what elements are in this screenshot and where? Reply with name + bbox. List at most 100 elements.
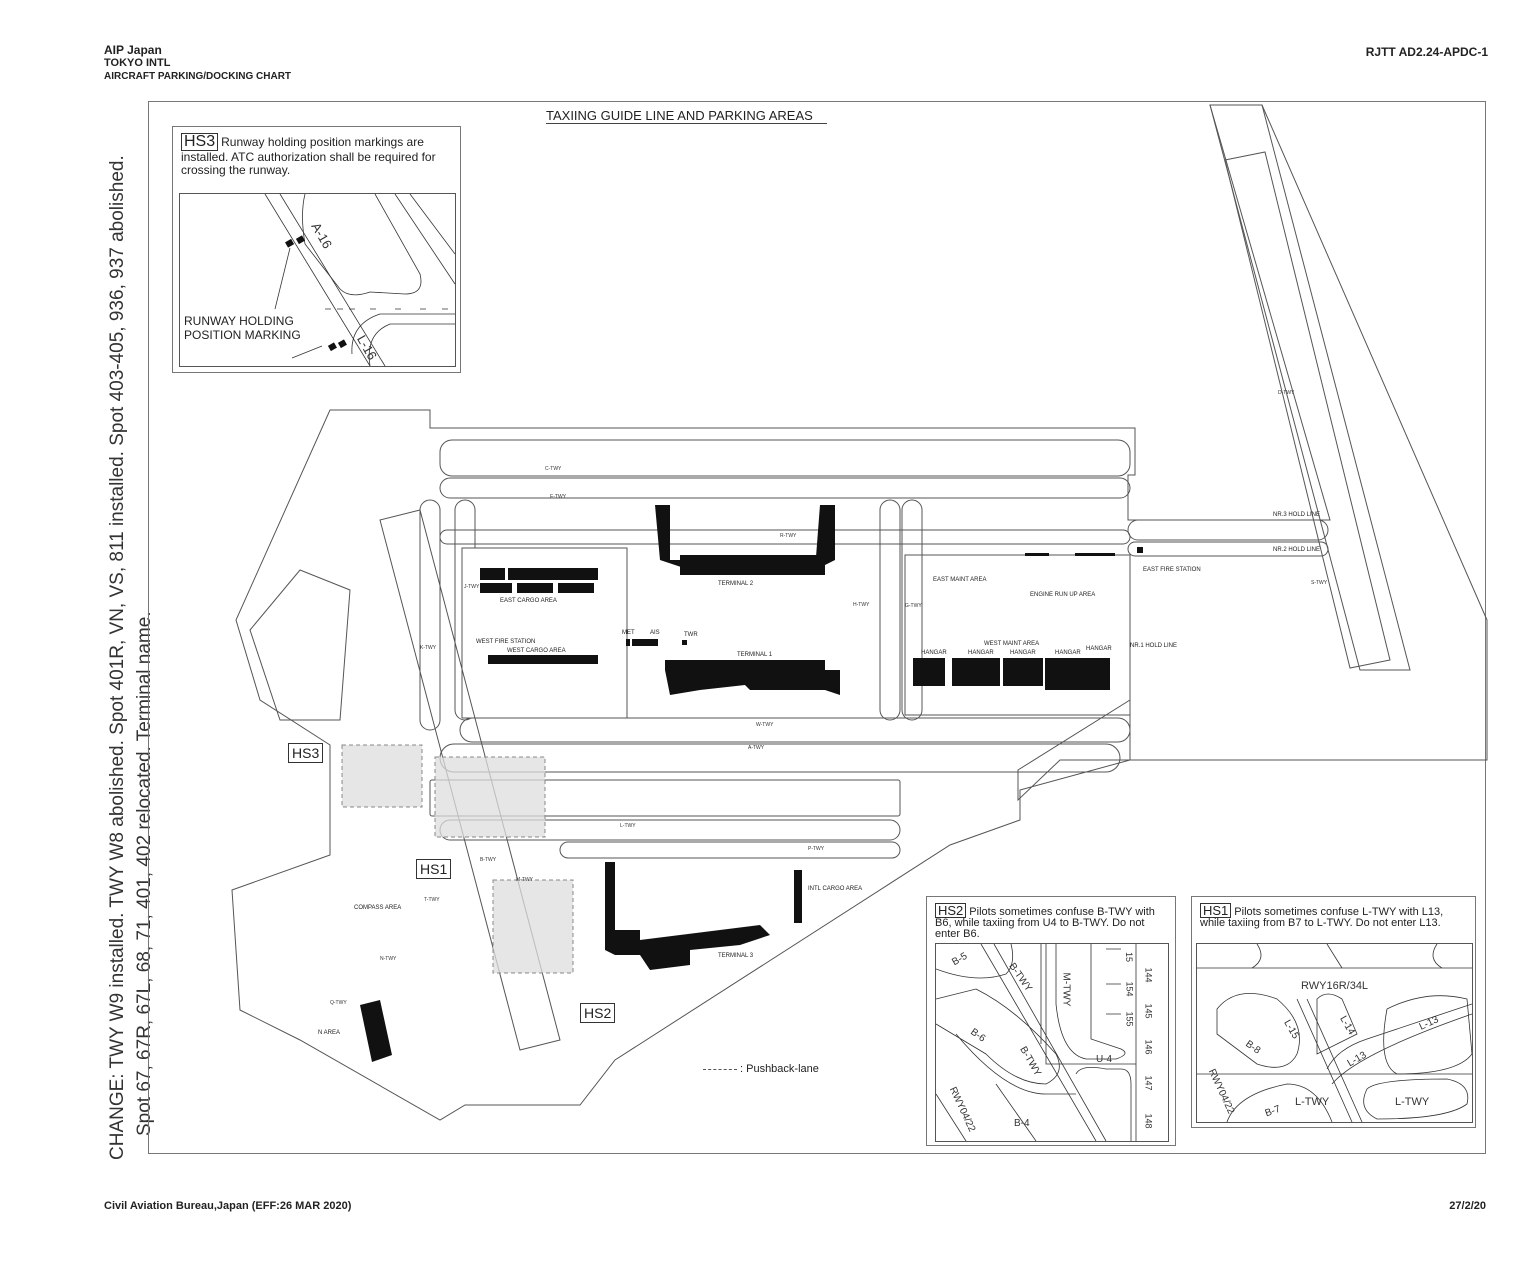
east-cargo-building-4 xyxy=(517,583,553,593)
hs2-tag: HS2 xyxy=(935,903,967,918)
chart-type: AIRCRAFT PARKING/DOCKING CHART xyxy=(104,71,292,82)
hs2-spot-147: 147 xyxy=(1143,1075,1154,1091)
label-b-twy: B-TWY xyxy=(480,857,497,863)
runway-16r-34l xyxy=(429,779,901,817)
hs2-spot-15: 15 xyxy=(1124,951,1135,963)
pushback-lane-legend: : Pushback-lane xyxy=(703,1063,819,1075)
hotspot-hs2-area xyxy=(492,879,574,974)
pushback-lane-dash xyxy=(703,1068,737,1070)
label-west-fire-station: WEST FIRE STATION xyxy=(476,639,536,645)
hs1-tag: HS1 xyxy=(1200,903,1232,918)
label-hangar-4: HANGAR xyxy=(1055,650,1081,656)
hotspot-callout-hs3[interactable]: HS3 xyxy=(288,743,324,763)
label-c-twy: C-TWY xyxy=(545,466,562,472)
label-w-twy: W-TWY xyxy=(756,722,774,728)
hs2-label-m-twy: M-TWY xyxy=(1060,972,1072,1007)
east-fire-station-building xyxy=(1137,547,1143,553)
footer-issuer: Civil Aviation Bureau,Japan (EFF:26 MAR … xyxy=(104,1200,352,1212)
taxiway-e xyxy=(439,477,1131,499)
label-west-cargo: WEST CARGO AREA xyxy=(507,648,566,654)
label-e-twy: E-TWY xyxy=(550,494,567,500)
hs2-spot-154: 154 xyxy=(1124,981,1135,997)
intl-cargo-building xyxy=(794,870,802,923)
label-d-twy: D-TWY xyxy=(1278,390,1295,396)
label-hangar-2: HANGAR xyxy=(968,650,994,656)
label-h-twy: H-TWY xyxy=(853,602,870,608)
label-nr3-hold-line: NR.3 HOLD LINE xyxy=(1273,512,1321,518)
label-r-twy: R-TWY xyxy=(780,533,797,539)
label-terminal-3: TERMINAL 3 xyxy=(718,953,754,959)
label-k-twy: K-TWY xyxy=(420,645,437,651)
label-east-fire-station: EAST FIRE STATION xyxy=(1143,567,1201,573)
apron-east-maint xyxy=(904,554,1131,716)
taxiway-p xyxy=(559,841,901,859)
hs3-text: Runway holding position markings are ins… xyxy=(181,135,436,177)
label-t-twy: T-TWY xyxy=(424,897,440,903)
label-g-twy: G-TWY xyxy=(905,603,922,609)
hs1-label-l-twy-1: L-TWY xyxy=(1295,1096,1330,1108)
label-terminal-2: TERMINAL 2 xyxy=(718,581,754,587)
hs2-spot-146: 146 xyxy=(1143,1039,1154,1055)
label-engine-run-up: ENGINE RUN UP AREA xyxy=(1030,592,1096,598)
label-n-twy: N-TWY xyxy=(380,956,397,962)
aerodrome-name: TOKYO INTL xyxy=(104,57,171,69)
hs3-figure: A-16 L-16 RUNWAY HOLDING POSITION MARKIN… xyxy=(179,193,456,367)
hotspot-callout-hs1[interactable]: HS1 xyxy=(416,859,452,879)
label-s-twy: S-TWY xyxy=(1311,580,1328,586)
chart-header: AIP Japan TOKYO INTL AIRCRAFT PARKING/DO… xyxy=(104,44,291,83)
taxiway-e-east xyxy=(1127,519,1329,541)
label-q-twy: Q-TWY xyxy=(330,1000,347,1006)
hs1-label-l-twy-2: L-TWY xyxy=(1395,1096,1430,1108)
label-east-cargo: EAST CARGO AREA xyxy=(500,598,557,604)
label-compass-area: COMPASS AREA xyxy=(354,905,402,911)
hs1-figure: RWY16R/34L B-8 L-15 L-14 L-13 L-13 RWY04… xyxy=(1196,943,1473,1123)
hs2-figure: B-5 B-TWY M-TWY B-6 B-TWY U-4 RWY04/22 B… xyxy=(935,943,1169,1142)
engine-run-up-bar-2 xyxy=(1075,553,1115,556)
hs2-figure-drawing xyxy=(936,944,1137,1141)
east-cargo-building-1 xyxy=(480,568,505,580)
label-west-maint: WEST MAINT AREA xyxy=(984,641,1040,647)
engine-run-up-bar-1 xyxy=(1025,553,1049,556)
taxiway-g xyxy=(901,499,923,721)
label-met: MET xyxy=(622,630,635,636)
hs2-text: Pilots sometimes confuse B-TWY with B6, … xyxy=(935,906,1155,940)
chart-frame xyxy=(148,101,1486,1154)
legend-text: : Pushback-lane xyxy=(740,1063,819,1075)
label-p-twy: P-TWY xyxy=(808,846,825,852)
chart-id: RJTT AD2.24-APDC-1 xyxy=(1365,45,1488,59)
publication-name: AIP Japan xyxy=(104,43,162,57)
taxiway-k xyxy=(419,499,441,731)
label-n-area: N AREA xyxy=(318,1030,341,1036)
terminal-1-building xyxy=(665,660,840,695)
west-apron xyxy=(249,569,351,721)
hs2-label-u4: U-4 xyxy=(1096,1054,1113,1065)
hs2-spot-155: 155 xyxy=(1124,1011,1135,1027)
hs3-tag: HS3 xyxy=(181,133,219,151)
hotspot-hs1-area xyxy=(434,756,546,838)
hs2-label-b4: B-4 xyxy=(1014,1118,1030,1129)
hotspot-hs3-area xyxy=(341,744,423,808)
label-twr: TWR xyxy=(684,632,698,638)
hs1-figure-drawing xyxy=(1197,944,1472,1122)
runway-04-22-west xyxy=(379,509,561,1051)
runway-16l-34r xyxy=(1209,104,1411,671)
hs1-text: Pilots sometimes confuse L-TWY with L13,… xyxy=(1200,906,1444,929)
label-hangar-5: HANGAR xyxy=(1086,646,1112,652)
east-cargo-building-3 xyxy=(480,583,512,593)
taxiway-w xyxy=(459,717,1131,743)
label-intl-cargo: INTL CARGO AREA xyxy=(808,886,863,892)
terminal-3-building xyxy=(605,862,770,970)
label-a-twy: A-TWY xyxy=(748,745,765,751)
label-m-twy: M-TWY xyxy=(516,877,533,883)
label-nr1-hold-line: NR.1 HOLD LINE xyxy=(1130,643,1178,649)
west-cargo-building xyxy=(488,655,598,664)
runway-04-22 xyxy=(1224,151,1391,669)
terminal-2-building xyxy=(655,505,835,575)
taxiway-h xyxy=(879,499,901,721)
hotspot-callout-hs2[interactable]: HS2 xyxy=(580,1003,616,1023)
footer-date: 27/2/20 xyxy=(1449,1200,1486,1212)
